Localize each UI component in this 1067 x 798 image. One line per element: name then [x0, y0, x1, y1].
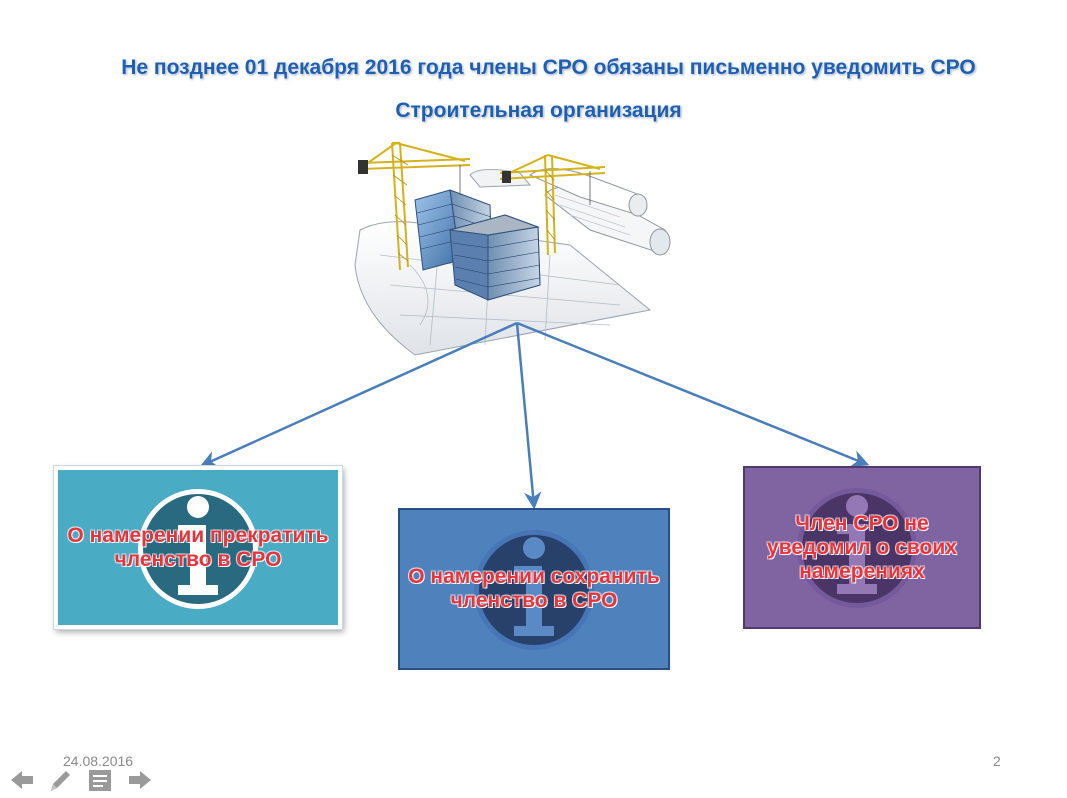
- box-label: О намерении сохранить членство в СРО: [408, 565, 660, 612]
- info-icon: [138, 489, 258, 609]
- arrow-to-middle-box: [515, 322, 542, 510]
- box-label: О намерении прекратить членство в СРО: [67, 523, 329, 571]
- page-number: 2: [993, 753, 1001, 769]
- box-keep-membership: О намерении сохранить членство в СРО: [398, 508, 670, 670]
- arrow-to-left-box: [199, 321, 518, 468]
- arrow-to-right-box: [516, 321, 870, 467]
- page-title: Не позднее 01 декабря 2016 года члены СР…: [121, 56, 976, 79]
- box-not-notified: Член СРО не уведомил о своих намерениях: [743, 466, 981, 629]
- back-arrow-icon[interactable]: [8, 766, 36, 794]
- page-subtitle: Строительная организация: [395, 99, 682, 122]
- menu-icon[interactable]: [86, 766, 114, 794]
- construction-illustration: [354, 142, 671, 356]
- info-icon: [474, 530, 594, 650]
- info-icon: [797, 488, 917, 608]
- box-terminate-membership: О намерении прекратить членство в СРО: [54, 466, 342, 629]
- forward-arrow-icon[interactable]: [126, 766, 154, 794]
- box-label: Член СРО не уведомил о своих намерениях: [767, 511, 957, 583]
- footer-date: 24.08.2016: [63, 753, 134, 769]
- pen-icon[interactable]: [46, 766, 74, 794]
